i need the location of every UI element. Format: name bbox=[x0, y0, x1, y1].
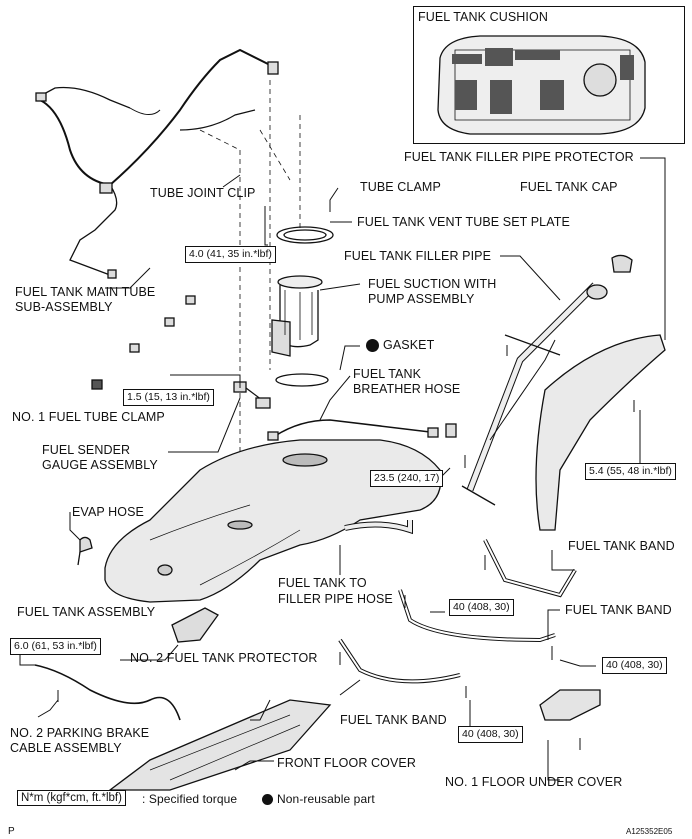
legend-non-reusable: Non-reusable part bbox=[277, 792, 375, 806]
no2-protector-shape bbox=[171, 607, 219, 643]
torque-callout: 40 (408, 30) bbox=[458, 726, 523, 743]
label-breather-2: BREATHER HOSE bbox=[353, 382, 461, 396]
vent-plate-ring bbox=[276, 226, 334, 244]
torque-callout: 1.5 (15, 13 in.*lbf) bbox=[123, 389, 214, 406]
torque-callout: 40 (408, 30) bbox=[602, 657, 667, 674]
cap-shape bbox=[611, 254, 633, 273]
label-main-tube-2: SUB-ASSEMBLY bbox=[15, 300, 113, 314]
breather-hose bbox=[274, 419, 431, 437]
legend-dot-icon bbox=[262, 794, 273, 805]
label-sender-2: GAUGE ASSEMBLY bbox=[42, 458, 158, 472]
label-suction-2: PUMP ASSEMBLY bbox=[368, 292, 475, 306]
label-fuel-tank-assembly: FUEL TANK ASSEMBLY bbox=[17, 605, 156, 619]
torque-callout: 4.0 (41, 35 in.*lbf) bbox=[185, 246, 276, 263]
band-3 bbox=[338, 638, 461, 684]
torque-callout: 6.0 (61, 53 in.*lbf) bbox=[10, 638, 101, 655]
label-fuel-tank-band-1: FUEL TANK BAND bbox=[568, 539, 675, 553]
label-no1-fuel-tube-clamp: NO. 1 FUEL TUBE CLAMP bbox=[12, 410, 165, 424]
non-reusable-dot bbox=[366, 339, 379, 352]
label-fuel-tank-cushion: FUEL TANK CUSHION bbox=[418, 10, 548, 24]
label-gasket: GASKET bbox=[383, 338, 435, 352]
fuel-tank-body bbox=[104, 439, 442, 603]
torque-callout: 23.5 (240, 17) bbox=[370, 470, 444, 487]
label-suction-1: FUEL SUCTION WITH bbox=[368, 277, 497, 291]
label-fuel-tank-band-2: FUEL TANK BAND bbox=[565, 603, 672, 617]
label-filler-pipe-protector: FUEL TANK FILLER PIPE PROTECTOR bbox=[404, 150, 634, 164]
label-filler-hose-1: FUEL TANK TO bbox=[278, 576, 367, 590]
label-no1-floor-under-cover: NO. 1 FLOOR UNDER COVER bbox=[445, 775, 623, 789]
torque-callout: 40 (408, 30) bbox=[449, 599, 514, 616]
pump-assembly bbox=[271, 275, 323, 357]
fuel-tank-cushion-inset bbox=[413, 6, 685, 144]
protector-shape bbox=[535, 334, 666, 531]
main-tube-drawing bbox=[35, 48, 279, 279]
label-evap-hose: EVAP HOSE bbox=[72, 505, 144, 519]
filler-pipe bbox=[461, 282, 608, 506]
label-front-floor-cover: FRONT FLOOR COVER bbox=[277, 756, 416, 770]
drawing-id: A125352E05 bbox=[626, 827, 673, 836]
label-tube-clamp: TUBE CLAMP bbox=[360, 180, 441, 194]
footer-left-mark: P bbox=[8, 826, 15, 837]
label-sender-1: FUEL SENDER bbox=[42, 443, 131, 457]
label-parking-brake-1: NO. 2 PARKING BRAKE bbox=[10, 726, 150, 740]
label-breather-1: FUEL TANK bbox=[353, 367, 422, 381]
torque-callout: 5.4 (55, 48 in.*lbf) bbox=[585, 463, 676, 480]
sender-gauge bbox=[233, 381, 271, 409]
label-tube-joint-clip: TUBE JOINT CLIP bbox=[150, 186, 256, 200]
legend-unit-desc: : Specified torque bbox=[142, 792, 238, 806]
cable bbox=[34, 664, 181, 721]
label-filler-hose-2: FILLER PIPE HOSE bbox=[278, 592, 393, 606]
label-parking-brake-2: CABLE ASSEMBLY bbox=[10, 741, 122, 755]
label-fuel-tank-cap: FUEL TANK CAP bbox=[520, 180, 618, 194]
legend-unit-box: N*m (kgf*cm, ft.*lbf) bbox=[17, 790, 126, 806]
front-floor-cover-shape bbox=[108, 699, 332, 791]
cushion-tank-view bbox=[437, 35, 646, 135]
floor-under-cover-shape bbox=[539, 689, 601, 721]
label-filler-pipe: FUEL TANK FILLER PIPE bbox=[344, 249, 492, 263]
label-no2-protector: NO. 2 FUEL TANK PROTECTOR bbox=[130, 651, 318, 665]
label-main-tube-1: FUEL TANK MAIN TUBE bbox=[15, 285, 156, 299]
label-fuel-tank-band-3: FUEL TANK BAND bbox=[340, 713, 447, 727]
label-vent-tube-set-plate: FUEL TANK VENT TUBE SET PLATE bbox=[357, 215, 570, 229]
gasket-ring bbox=[275, 373, 329, 387]
